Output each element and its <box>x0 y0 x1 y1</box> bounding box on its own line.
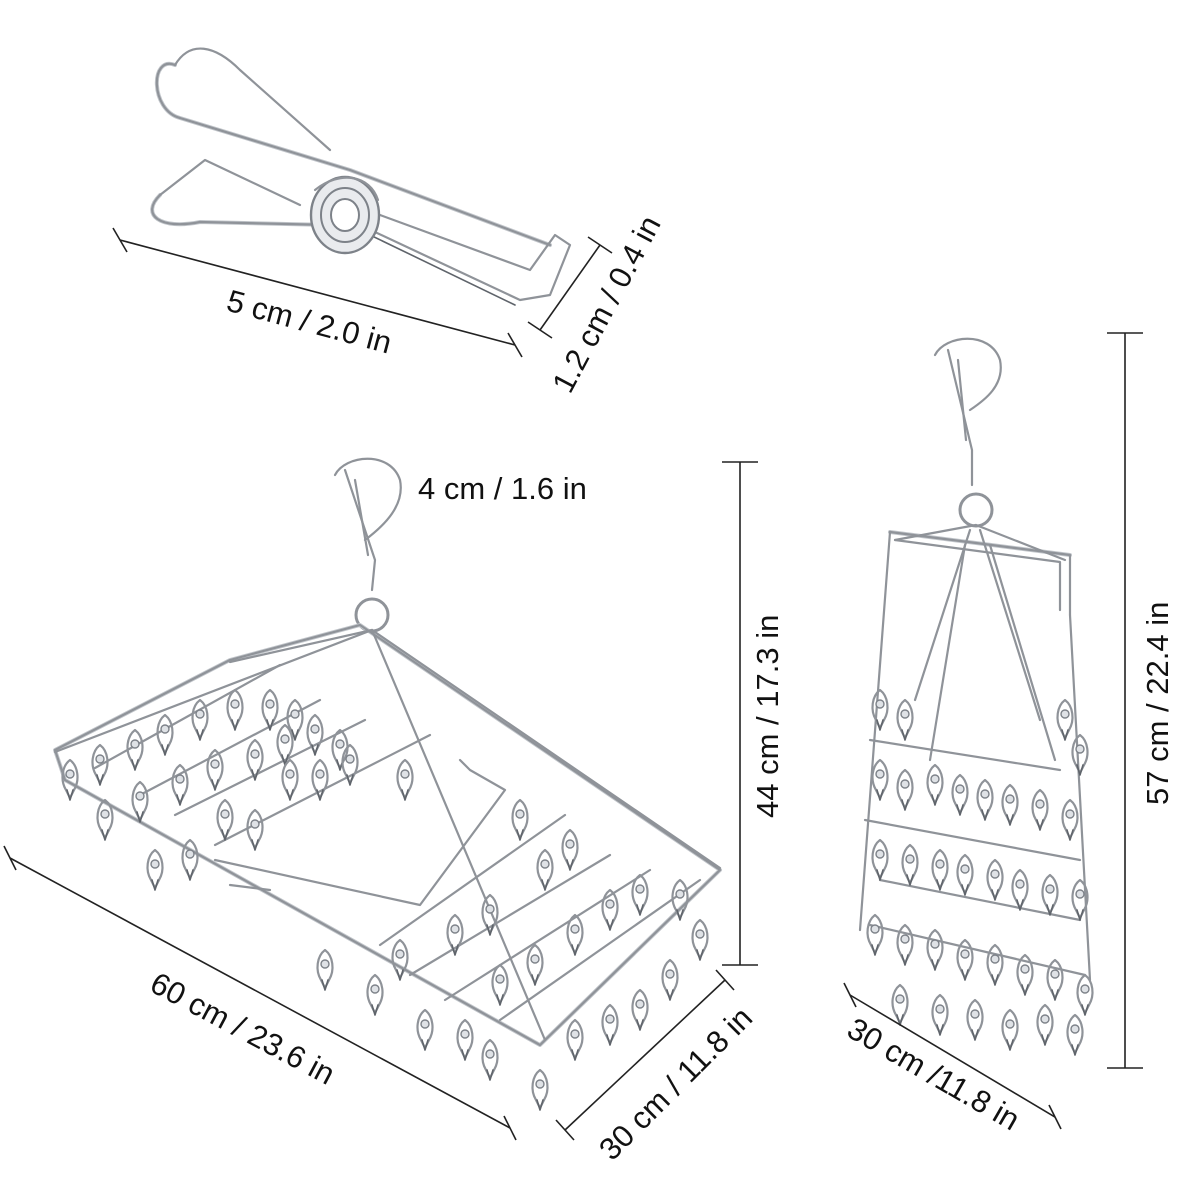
folded-rack-width-label: 30 cm /11.8 in <box>842 1011 1026 1138</box>
folded-rack-illustration <box>858 337 1094 1057</box>
spring-coil <box>309 175 381 255</box>
clip-illustration <box>150 47 572 306</box>
clip-height-dimension: 1.2 cm / 0.4 in <box>527 210 668 398</box>
clip-height-label: 1.2 cm / 0.4 in <box>545 210 667 398</box>
clip-length-dimension: 5 cm / 2.0 in <box>112 227 523 361</box>
folded-rack-width-dimension: 30 cm /11.8 in <box>842 982 1062 1138</box>
clip-length-label: 5 cm / 2.0 in <box>223 283 395 361</box>
open-rack-height-dimension: 44 cm / 17.3 in <box>722 461 785 966</box>
hook-size-label: 4 cm / 1.6 in <box>418 471 587 506</box>
open-rack-height-label: 44 cm / 17.3 in <box>750 615 785 818</box>
rack-pegs <box>61 688 709 1112</box>
folded-rack-height-label: 57 cm / 22.4 in <box>1140 602 1175 805</box>
folded-rack-height-dimension: 57 cm / 22.4 in <box>1107 332 1175 1069</box>
open-rack-illustration <box>53 457 722 1112</box>
